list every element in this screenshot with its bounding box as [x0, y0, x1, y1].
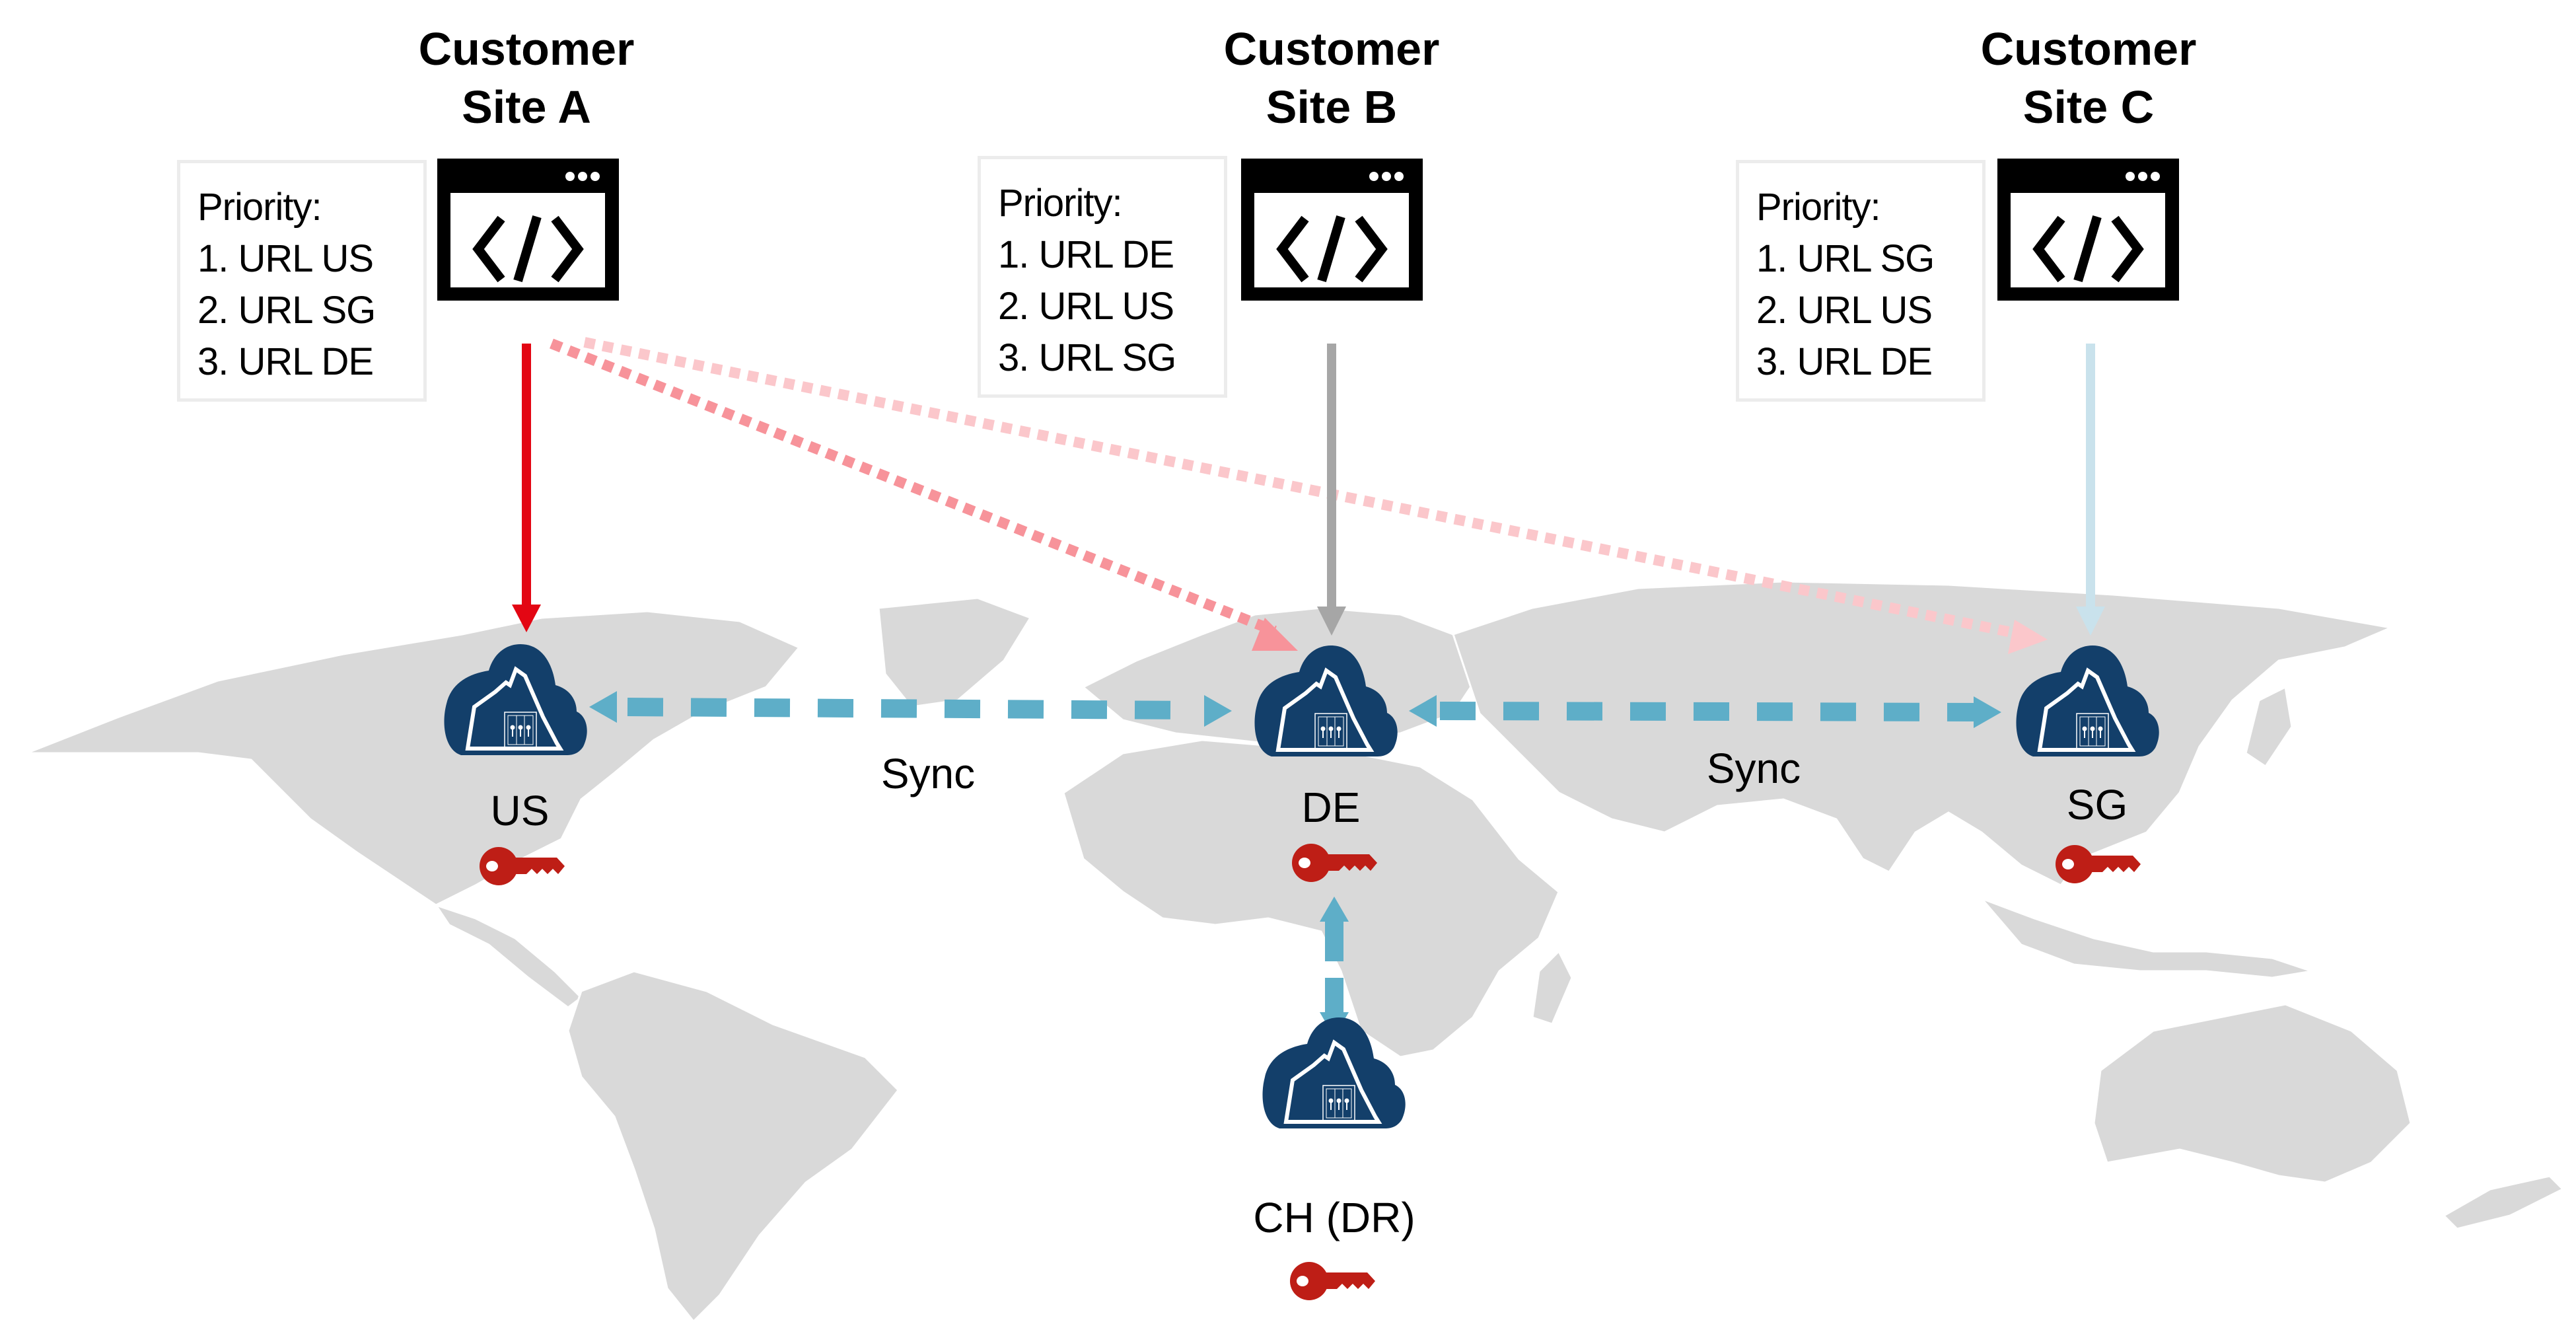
- map-japan: [2244, 685, 2293, 768]
- cloud-vault-icon-ch: [1262, 1017, 1406, 1128]
- key-icon-sg: [2056, 845, 2141, 883]
- arrowhead-right: [1974, 696, 2001, 728]
- arrowhead: [512, 605, 541, 632]
- key-icon-de: [1292, 844, 1377, 882]
- priority-item: 2. URL US: [998, 285, 1174, 328]
- site-title-line2: Site C: [2022, 81, 2155, 133]
- arrowhead: [2008, 620, 2048, 654]
- site-a-to-us-arrow: [512, 344, 541, 632]
- priority-item: 2. URL US: [1756, 289, 1933, 332]
- sync-label-us-de: Sync: [880, 750, 976, 797]
- arrowhead-left: [589, 691, 617, 723]
- map-south-america: [567, 970, 900, 1323]
- site-a-to-de-arrow: [550, 338, 1298, 651]
- priority-item: 1. URL SG: [1756, 237, 1935, 280]
- site-b-title: Customer Site B: [1166, 20, 1497, 136]
- site-a-to-sg-arrow: [583, 337, 2048, 654]
- region-label-sg: SG: [2066, 781, 2128, 829]
- region-label-us: US: [490, 787, 550, 834]
- arrowhead: [2076, 607, 2105, 636]
- sync-label-de-sg: Sync: [1706, 745, 1801, 792]
- sync-us-de-arrow: [589, 691, 1232, 727]
- map-north-america: [26, 610, 801, 906]
- map-new-zealand: [2442, 1175, 2565, 1230]
- priority-item: 1. URL DE: [998, 233, 1174, 276]
- region-label-ch: CH (DR): [1253, 1194, 1415, 1241]
- sync-de-ch-arrow: [1320, 897, 1349, 1037]
- site-title-line1: Customer: [1980, 23, 2197, 75]
- arrowhead: [1252, 618, 1298, 651]
- browser-code-icon: [1997, 159, 2179, 301]
- sync-de-sg-arrow: [1409, 695, 2001, 728]
- cloud-vault-icon-sg: [2016, 645, 2159, 756]
- map-greenland: [877, 597, 1032, 708]
- key-icon-ch: [1290, 1262, 1375, 1300]
- priority-item: 3. URL DE: [197, 340, 374, 383]
- cloud-vault-icon-de: [1254, 645, 1398, 756]
- priority-item: 2. URL SG: [197, 289, 376, 332]
- map-australia: [2093, 1003, 2412, 1184]
- priority-item: 3. URL DE: [1756, 340, 1933, 383]
- cloud-vault-icon-us: [444, 644, 587, 755]
- site-a-priority-box: Priority: 1. URL US 2. URL SG 3. URL DE: [177, 160, 427, 402]
- map-madagascar: [1531, 949, 1573, 1025]
- site-c-priority-box: Priority: 1. URL SG 2. URL US 3. URL DE: [1736, 160, 1986, 402]
- site-title-line2: Site B: [1266, 81, 1398, 133]
- arrowhead-right: [1204, 695, 1232, 727]
- site-a-title: Customer Site A: [361, 20, 692, 136]
- browser-code-icon: [437, 159, 619, 301]
- map-indonesia: [1980, 897, 2312, 979]
- priority-item: 3. URL SG: [998, 336, 1176, 379]
- browser-code-icon: [1241, 159, 1423, 301]
- site-c-to-sg-arrow: [2076, 344, 2105, 636]
- priority-heading: Priority:: [197, 186, 322, 229]
- map-central-america: [433, 903, 583, 1009]
- key-icon-us: [480, 847, 565, 885]
- arrowhead-up: [1320, 897, 1349, 922]
- arrowhead-left: [1409, 695, 1437, 727]
- priority-item: 1. URL US: [197, 237, 374, 280]
- priority-heading: Priority:: [998, 182, 1123, 225]
- site-title-line1: Customer: [418, 23, 635, 75]
- site-b-to-de-arrow: [1317, 344, 1346, 636]
- arrowhead: [1317, 607, 1346, 636]
- priority-heading: Priority:: [1756, 186, 1881, 229]
- site-title-line1: Customer: [1223, 23, 1440, 75]
- site-c-title: Customer Site C: [1923, 20, 2254, 136]
- site-title-line2: Site A: [462, 81, 591, 133]
- region-label-de: DE: [1301, 784, 1361, 831]
- site-b-priority-box: Priority: 1. URL DE 2. URL US 3. URL SG: [978, 156, 1227, 398]
